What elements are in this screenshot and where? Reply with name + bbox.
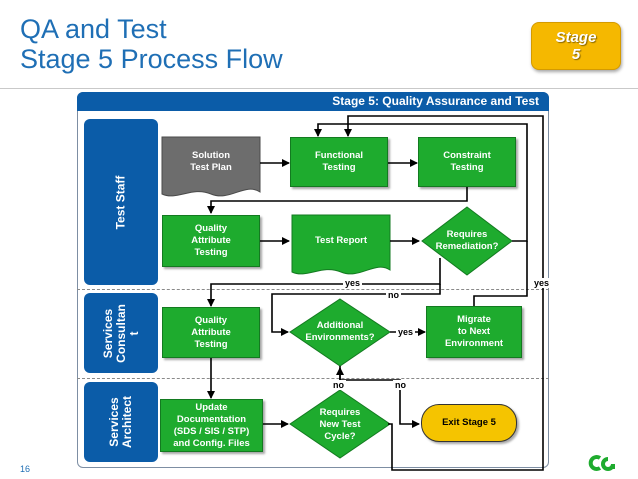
exit-stage-label: Exit Stage 5 [442, 417, 496, 428]
page-number: 16 [20, 464, 31, 474]
requires-new-cycle-diamond [289, 389, 391, 459]
label-yes-remediation-down: yes [343, 278, 363, 288]
constraint-testing: Constraint Testing [418, 137, 516, 187]
migrate-to-next-environment: Migrate to Next Environment [426, 306, 522, 358]
solution-test-plan: Solution Test Plan [162, 137, 260, 187]
update-doc-line-3: (SDS / SIS / STP) [173, 425, 250, 437]
qat-staff-line-2: Attribute [191, 235, 231, 246]
functional-testing: Functional Testing [290, 137, 388, 187]
label-no-remediation: no [386, 290, 401, 300]
new-cycle-line-3: Cycle? [324, 431, 356, 442]
solution-test-plan-line-2: Test Plan [190, 162, 232, 173]
new-cycle-line-1: Requires [319, 407, 361, 418]
page-title: QA and Test Stage 5 Process Flow [20, 14, 283, 74]
label-yes-remediation-right: yes [532, 278, 552, 288]
update-doc-line-1: Update [195, 401, 228, 413]
lane-divider-2 [77, 378, 549, 379]
ca-logo-icon [586, 452, 618, 474]
title-line-1: QA and Test [20, 14, 167, 44]
lane-services-consultant: Services Consultan t [84, 293, 158, 373]
additional-env-line-2: Environments? [305, 332, 375, 343]
constraint-testing-line-2: Testing [450, 162, 484, 173]
additional-environments: Additional Environments? [292, 316, 388, 348]
diagram-title-bar [77, 92, 549, 111]
new-cycle-line-2: New Test [319, 419, 361, 430]
requires-remediation-line-1: Requires [446, 229, 488, 240]
diagram-title: Stage 5: Quality Assurance and Test [332, 94, 539, 108]
solution-test-plan-shape [161, 136, 261, 197]
constraint-testing-line-1: Constraint [443, 150, 491, 161]
migrate-line-2: to Next [457, 326, 491, 337]
update-doc-line-4: and Config. Files [173, 437, 250, 449]
migrate-line-1: Migrate [457, 314, 491, 325]
header-divider [0, 88, 638, 89]
requires-remediation: Requires Remediation? [422, 225, 512, 257]
qat-staff-line-3: Testing [194, 247, 228, 258]
qat-consultant-line-3: Testing [194, 338, 228, 350]
test-report: Test Report [292, 215, 390, 267]
stage-badge-line-1: Stage [555, 29, 597, 46]
qat-consultant-line-2: Attribute [191, 326, 231, 338]
label-no-additional: no [393, 380, 408, 390]
solution-test-plan-line-1: Solution [192, 150, 230, 161]
quality-attribute-testing-consultant: Quality Attribute Testing [162, 307, 260, 358]
additional-env-line-1: Additional [316, 320, 364, 331]
qat-consultant-line-1: Quality [194, 314, 228, 326]
label-no-new-cycle: no [331, 380, 346, 390]
requires-remediation-diamond [421, 206, 513, 276]
update-doc-line-2: Documentation [176, 413, 247, 425]
stage-badge: Stage 5 [531, 22, 621, 70]
exit-stage-5: Exit Stage 5 [421, 404, 517, 442]
update-documentation: Update Documentation (SDS / SIS / STP) a… [160, 399, 263, 452]
lane-services-architect: Services Architect [84, 382, 158, 462]
lane-test-staff: Test Staff [84, 119, 158, 285]
test-report-label: Test Report [314, 235, 368, 246]
qat-staff-line-1: Quality [194, 223, 228, 234]
stage-badge-line-2: 5 [571, 46, 581, 63]
quality-attribute-testing-staff: Quality Attribute Testing [162, 215, 260, 267]
requires-new-test-cycle: Requires New Test Cycle? [295, 404, 385, 446]
functional-testing-line-1: Functional [314, 150, 364, 161]
requires-remediation-line-2: Remediation? [435, 241, 499, 252]
label-yes-additional: yes [396, 327, 416, 337]
title-line-2: Stage 5 Process Flow [20, 44, 283, 74]
migrate-line-3: Environment [444, 338, 504, 349]
functional-testing-line-2: Testing [322, 162, 356, 173]
lane-divider-1 [77, 289, 549, 290]
test-report-shape [291, 214, 391, 275]
